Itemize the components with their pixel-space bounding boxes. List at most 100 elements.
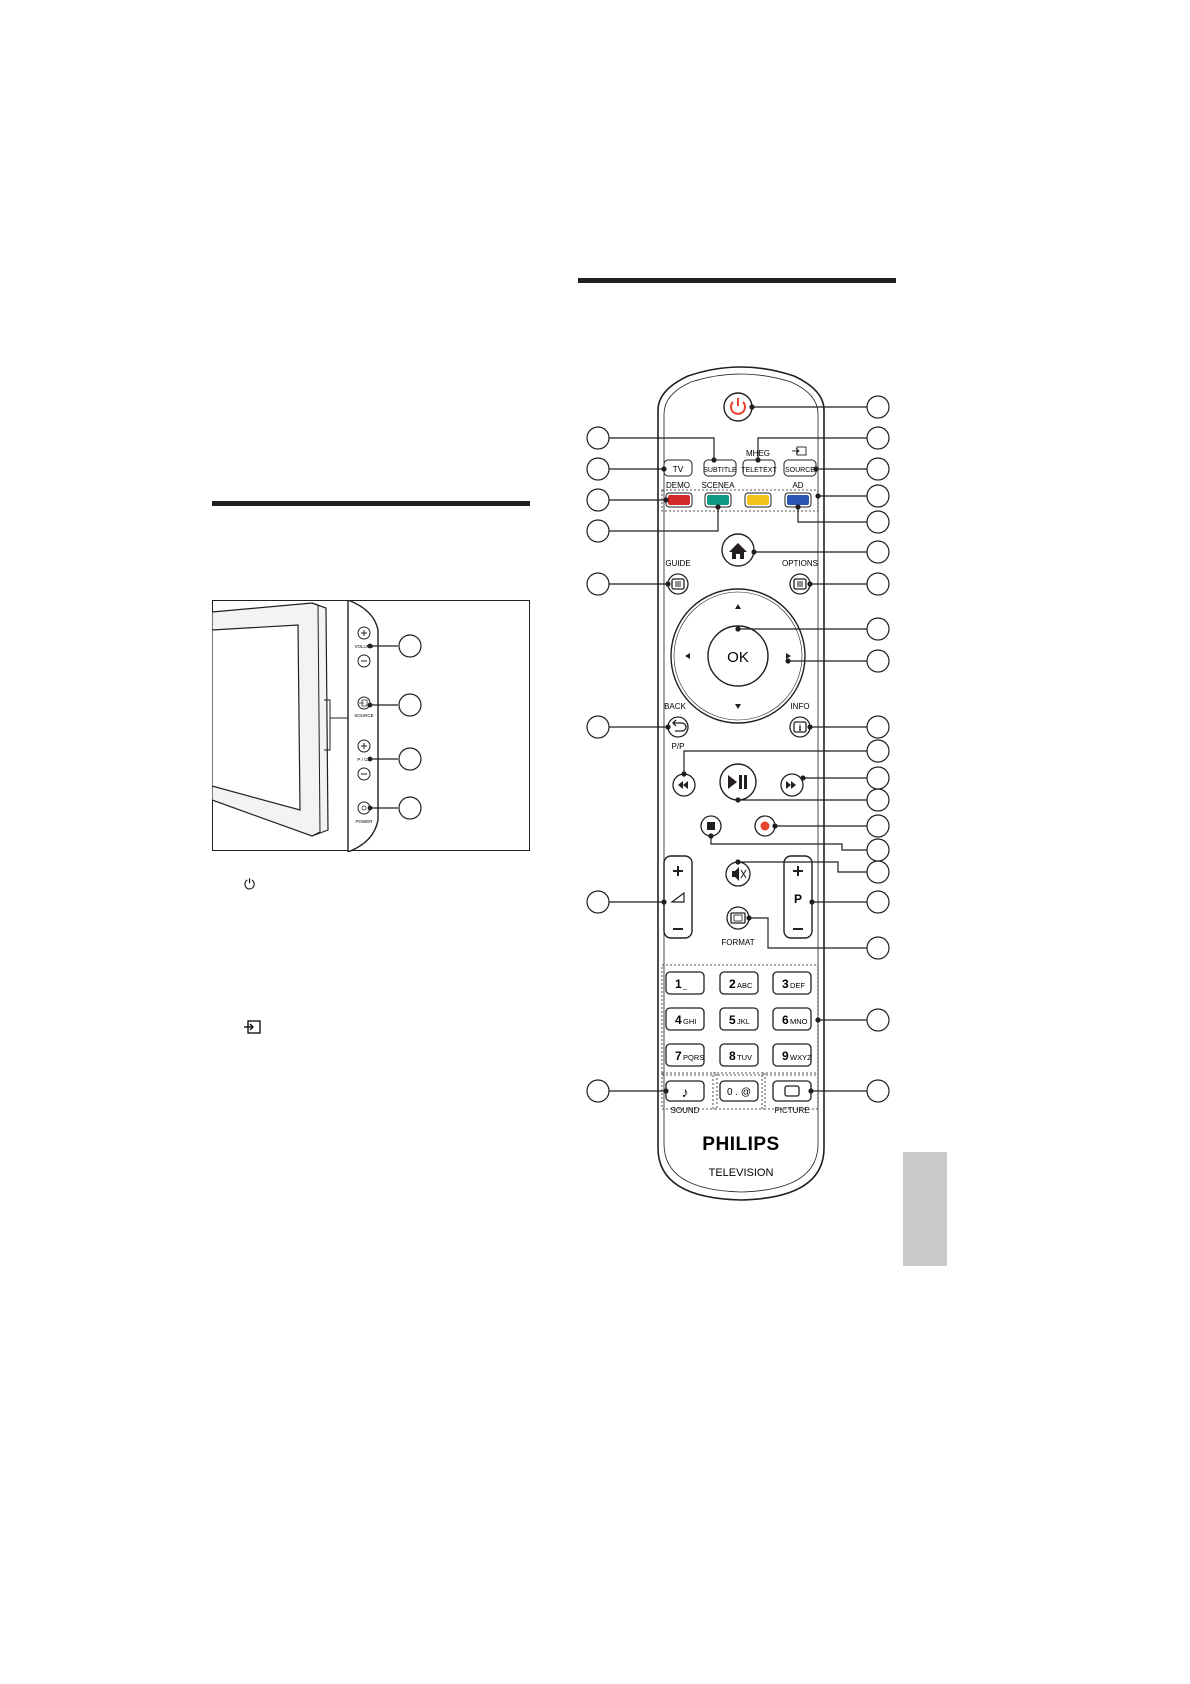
brand-logo: PHILIPS [702, 1134, 779, 1155]
right-section-rule [578, 278, 896, 283]
tv-button[interactable]: TV [663, 459, 693, 477]
guide-label: GUIDE [665, 559, 690, 568]
volume-icon [670, 891, 685, 903]
back-label: BACK [664, 702, 686, 711]
options-label: OPTIONS [782, 559, 818, 568]
blue-button[interactable] [784, 492, 812, 508]
info-button[interactable]: i [789, 716, 811, 738]
demo-label: DEMO [666, 481, 690, 490]
svg-text:OK: OK [727, 649, 749, 666]
key-digit: 2 [729, 977, 736, 991]
key-digit: 9 [782, 1049, 789, 1063]
brand-subtitle: TELEVISION [709, 1167, 774, 1179]
source-label: SOURCE [354, 713, 373, 718]
key-letters: DEF [790, 981, 805, 990]
teletext-button[interactable]: TELETEXT [741, 459, 777, 477]
program-plus-button[interactable] [357, 739, 371, 753]
yellow-button[interactable] [744, 492, 772, 508]
volume-plus-button[interactable] [357, 626, 371, 640]
info-label: INFO [790, 702, 809, 711]
volume-minus-button[interactable] [357, 654, 371, 668]
zero-button[interactable]: 0 . @ [719, 1080, 759, 1102]
home-button[interactable] [721, 533, 755, 567]
key-letters: GHI [683, 1017, 696, 1026]
key-letters: TUV [737, 1053, 752, 1062]
pp-label: P/P [672, 742, 685, 751]
remote-control-figure: MHEG TV SUBTITLE TELETEXT SOURCE DEMO SC… [586, 366, 890, 1201]
left-section-rule [212, 501, 530, 506]
rewind-button[interactable] [672, 773, 696, 797]
nav-up-icon[interactable] [735, 604, 741, 609]
ad-label: AD [792, 481, 803, 490]
key-letters: MNO [790, 1017, 808, 1026]
key-digit: 3 [782, 977, 789, 991]
back-button[interactable] [667, 716, 689, 738]
source-button[interactable]: SOURCE [783, 459, 817, 477]
subtitle-button[interactable]: SUBTITLE [703, 459, 737, 477]
scenea-label: SCENEA [702, 481, 736, 490]
play-pause-button[interactable] [719, 763, 757, 801]
stop-button[interactable] [700, 815, 722, 837]
mute-icon [732, 867, 739, 881]
source-glyph [244, 1020, 262, 1037]
key-digit: 6 [782, 1013, 789, 1027]
mute-button[interactable] [725, 861, 751, 887]
key-letters: JKL [737, 1017, 750, 1026]
info-icon: i [799, 723, 802, 733]
power-button[interactable] [723, 392, 753, 422]
svg-text:SUBTITLE: SUBTITLE [703, 467, 737, 474]
program-label: P / CH [357, 757, 370, 762]
svg-text:0 . @: 0 . @ [727, 1087, 751, 1098]
nav-right-icon[interactable] [786, 653, 791, 659]
power-glyph: ⏻ [244, 876, 256, 892]
nav-down-icon[interactable] [735, 704, 741, 709]
program-minus-button[interactable] [357, 767, 371, 781]
sound-button[interactable]: ♪ [665, 1080, 705, 1102]
volume-label: VOLUME [354, 644, 373, 649]
key-digit: 7 [675, 1049, 682, 1063]
page-thumb-tab [903, 1152, 947, 1266]
key-1-button[interactable]: 1_ [665, 971, 705, 995]
green-button[interactable] [704, 492, 732, 508]
record-button[interactable] [754, 815, 776, 837]
format-button[interactable] [726, 906, 750, 930]
picture-icon [784, 1085, 800, 1097]
key-digit: 1 [675, 977, 682, 991]
svg-text:SOURCE: SOURCE [785, 467, 815, 474]
svg-text:TELETEXT: TELETEXT [741, 467, 777, 474]
nav-left-icon[interactable] [685, 653, 690, 659]
key-letters: ABC [737, 981, 753, 990]
format-label: FORMAT [721, 938, 754, 947]
key-letters: _ [682, 981, 688, 990]
power-label: POWER [355, 819, 373, 824]
svg-text:TV: TV [673, 464, 684, 474]
red-button[interactable] [665, 492, 693, 508]
program-rocker[interactable]: P [783, 855, 813, 939]
picture-label: PICTURE [774, 1106, 809, 1115]
key-letters: WXYZ [790, 1053, 812, 1062]
back-icon [674, 722, 687, 732]
key-letters: PQRS [683, 1053, 704, 1062]
fast-forward-button[interactable] [780, 773, 804, 797]
sound-label: SOUND [671, 1106, 700, 1115]
svg-text:P: P [794, 892, 802, 906]
tv-screen [212, 624, 301, 811]
ok-button[interactable]: OK [707, 625, 769, 687]
guide-button[interactable] [667, 573, 689, 595]
key-digit: 8 [729, 1049, 736, 1063]
options-button[interactable] [789, 573, 811, 595]
side-control-strip [347, 600, 379, 852]
home-icon [729, 543, 747, 559]
volume-rocker[interactable] [663, 855, 693, 939]
picture-button[interactable] [772, 1080, 812, 1102]
